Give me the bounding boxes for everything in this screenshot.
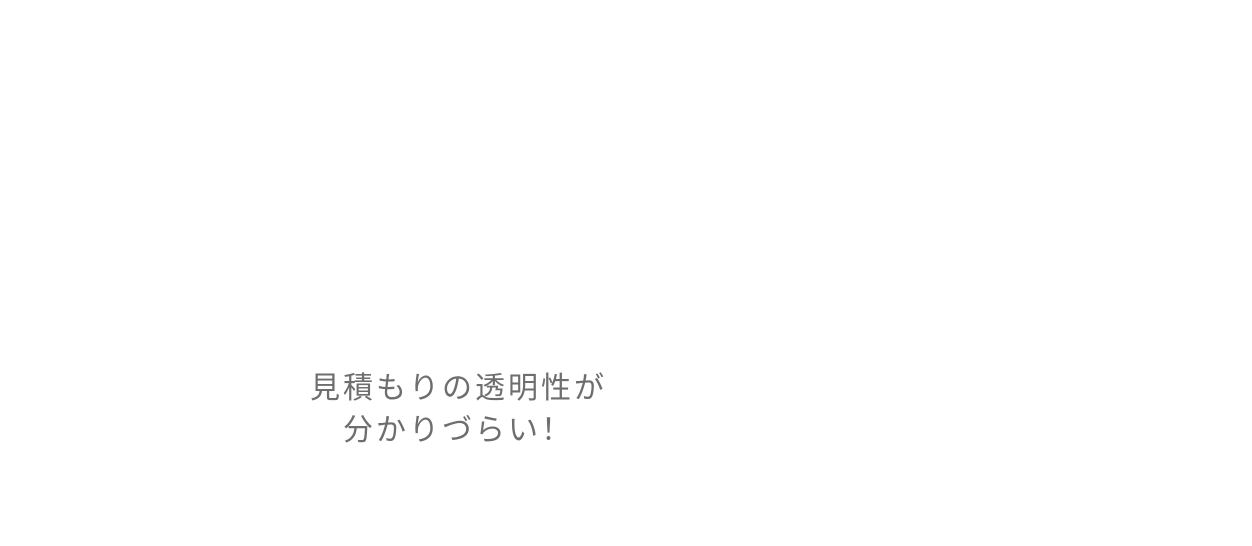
caption-line-2: 分かりづらい！ xyxy=(343,413,574,448)
caption-text-block: 見積もりの透明性が 分かりづらい！ xyxy=(310,368,607,452)
caption-line-1: 見積もりの透明性が xyxy=(310,371,607,406)
